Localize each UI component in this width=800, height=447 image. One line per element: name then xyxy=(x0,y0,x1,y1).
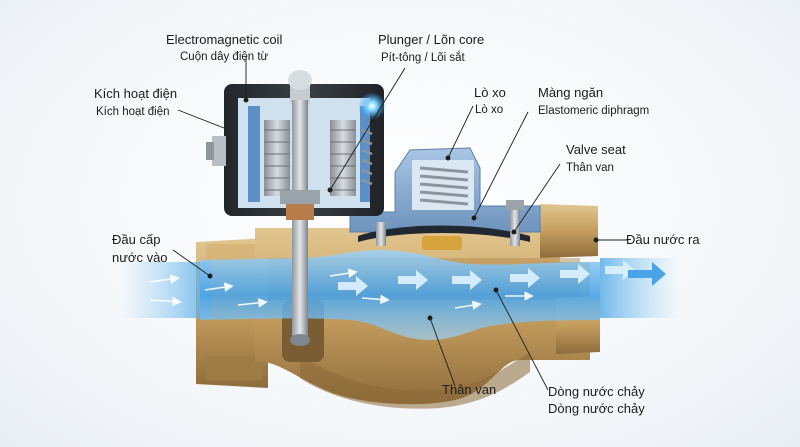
plunger-sublabel: Pít-tông / Lõi sắt xyxy=(381,51,466,64)
diaphragm-cap xyxy=(349,147,541,250)
diaphragm-label: Màng ngăn xyxy=(538,85,603,100)
body-label: Thân van xyxy=(442,382,496,397)
flow-label: Dòng nước chảy xyxy=(548,384,645,399)
activation-sublabel: Kích hoạt điện xyxy=(96,106,170,118)
outlet-label: Đầu nước ra xyxy=(626,232,700,247)
coil-label: Electromagnetic coil xyxy=(166,32,282,47)
coil-sublabel: Cuộn dây điện từ xyxy=(180,51,269,63)
spring-label: Lò xo xyxy=(474,85,506,100)
diaphragm-sublabel: Elastomeric diphragm xyxy=(538,105,649,117)
activation-label: Kích hoạt điện xyxy=(94,86,177,101)
inlet-label-line1: Đầu cấp xyxy=(112,232,160,247)
plunger-label: Plunger / Lõn core xyxy=(378,32,484,47)
plunger xyxy=(280,70,320,346)
leader-lines xyxy=(172,56,628,391)
coil-housing xyxy=(206,84,386,216)
labels: Electromagnetic coil Cuộn dây điện từ Pl… xyxy=(94,32,700,416)
spring-sublabel: Lò xo xyxy=(475,104,503,116)
flow-sublabel: Dòng nước chảy xyxy=(548,401,645,416)
valve-seat-label: Valve seat xyxy=(566,142,626,157)
inlet-label-line2: nước vào xyxy=(112,250,168,265)
valve-seat-sublabel: Thân van xyxy=(566,162,614,174)
